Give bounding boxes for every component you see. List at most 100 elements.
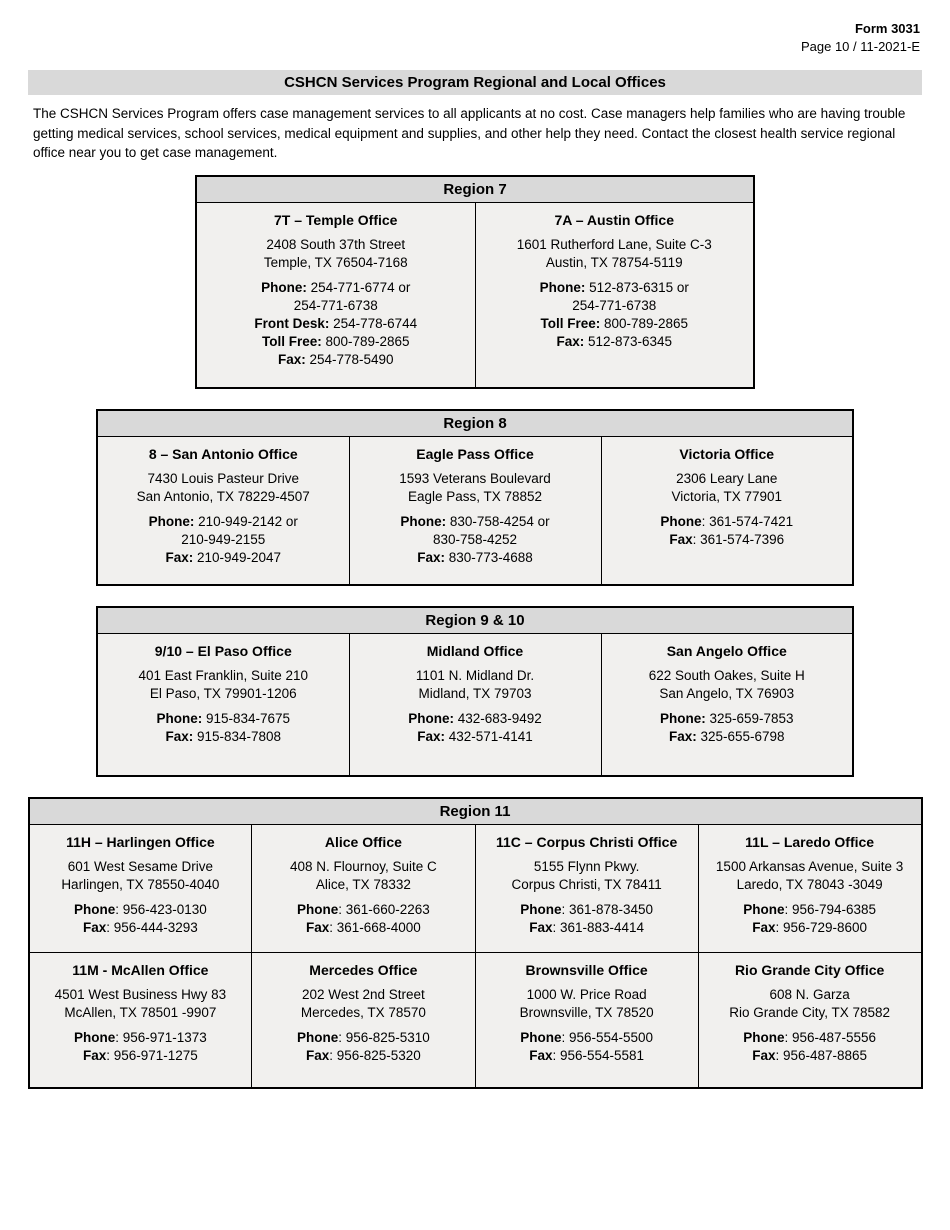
contact-label: Phone xyxy=(743,1030,785,1045)
address-line: 2306 Leary Lane xyxy=(676,471,778,486)
contact-line: Phone: 830-758-4254 or xyxy=(400,514,550,529)
contact-line: Fax: 830-773-4688 xyxy=(417,550,533,565)
address-line: 1101 N. Midland Dr. xyxy=(415,667,535,683)
office-cell: 9/10 – El Paso Office 401 East Franklin, … xyxy=(96,632,350,777)
address-line: 2408 South 37th Street xyxy=(266,236,406,252)
address-line: 1500 Arkansas Avenue, Suite 3 xyxy=(715,859,904,874)
address-line: 401 East Franklin, Suite 210 xyxy=(138,667,309,683)
address-line: 202 West 2nd Street xyxy=(301,987,425,1002)
contact-label: Phone: xyxy=(539,279,586,295)
contact-label: Fax: xyxy=(417,728,445,744)
address-line: 1601 Rutherford Lane, Suite C-3 xyxy=(516,236,712,252)
contact-label: Phone xyxy=(743,902,785,917)
contact-line: Toll Free: 800-789-2865 xyxy=(261,333,410,349)
contact-label: Fax xyxy=(669,532,693,547)
contact-line: 254-771-6738 xyxy=(293,297,378,313)
region-table: Region 7 7T – Temple Office 2408 South 37t… xyxy=(195,174,755,389)
contact-label: Phone xyxy=(660,514,702,529)
office-row: 9/10 – El Paso Office 401 East Franklin, … xyxy=(96,632,854,777)
office-name: 7T – Temple Office xyxy=(274,211,398,228)
address-line: 408 N. Flournoy, Suite C xyxy=(289,859,437,874)
contact-line: 210-949-2155 xyxy=(181,532,266,547)
address-line: El Paso, TX 79901-1206 xyxy=(149,685,297,701)
address-line: Temple, TX 76504-7168 xyxy=(263,254,408,270)
contact-label: Front Desk: xyxy=(254,315,330,331)
contact-line: Fax: 254-778-5490 xyxy=(277,351,394,367)
region-header: Region 8 xyxy=(96,409,854,437)
contact-line: Phone: 956-423-0130 xyxy=(73,902,207,917)
office-name: Brownsville Office xyxy=(525,962,648,978)
address-line: McAllen, TX 78501 -9907 xyxy=(64,1005,217,1020)
contact-line: Phone: 361-878-3450 xyxy=(520,902,654,917)
contact-label: Fax: xyxy=(417,550,445,565)
contact-line: Phone: 325-659-7853 xyxy=(659,710,794,726)
address-line: Mercedes, TX 78570 xyxy=(300,1005,426,1020)
region-header-row: Region 7 xyxy=(195,175,755,203)
contact-label: Fax: xyxy=(277,351,306,367)
contact-line: Phone: 956-825-5310 xyxy=(296,1030,430,1045)
office-address: 401 East Franklin, Suite 210 El Paso, TX … xyxy=(100,667,347,703)
contact-line: Toll Free: 800-789-2865 xyxy=(540,315,689,331)
contact-label: Phone xyxy=(520,902,562,917)
region-header-row: Region 11 xyxy=(28,797,922,825)
office-name: Eagle Pass Office xyxy=(416,446,534,462)
office-name: Rio Grande City Office xyxy=(734,962,885,978)
office-name: 9/10 – El Paso Office xyxy=(154,642,292,659)
region-section: Region 7 7T – Temple Office 2408 South 37t… xyxy=(195,174,755,389)
contact-line: Fax: 956-487-8865 xyxy=(752,1048,868,1063)
office-name: 11L – Laredo Office xyxy=(745,834,875,850)
contact-line: Phone: 432-683-9492 xyxy=(408,710,542,726)
office-cell: Eagle Pass Office 1593 Veterans Boulevard… xyxy=(348,436,602,585)
contact-line: Phone: 361-574-7421 xyxy=(660,514,794,529)
office-address: 5155 Flynn Pkwy.Corpus Christi, TX 78411 xyxy=(478,858,696,894)
address-line: Rio Grande City, TX 78582 xyxy=(729,1005,891,1020)
address-line: Eagle Pass, TX 78852 xyxy=(407,489,543,504)
contact-label: Fax xyxy=(752,920,776,935)
region-header-row: Region 9 & 10 xyxy=(96,606,854,634)
office-address: 1101 N. Midland Dr.Midland, TX 79703 xyxy=(352,667,599,703)
contact-label: Fax xyxy=(305,1048,330,1063)
address-line: Laredo, TX 78043 -3049 xyxy=(736,877,883,892)
contact-line: Phone: 512-873-6315 or xyxy=(539,279,689,295)
address-line: Brownsville, TX 78520 xyxy=(519,1005,654,1020)
contact-line: Fax: 915-834-7808 xyxy=(165,728,282,744)
address-line: Austin, TX 78754-5119 xyxy=(545,254,683,270)
office-name: San Angelo Office xyxy=(666,642,787,659)
address-line: 4501 West Business Hwy 83 xyxy=(54,987,227,1002)
contact-line: Fax: 325-655-6798 xyxy=(668,728,785,744)
office-address: 1500 Arkansas Avenue, Suite 3 Laredo, TX … xyxy=(701,858,919,894)
contact-line: Fax: 210-949-2047 xyxy=(165,550,282,565)
region-header: Region 11 xyxy=(28,797,922,825)
contact-line: Phone: 956-487-5556 xyxy=(743,1030,877,1045)
office-address: 4501 West Business Hwy 83 McAllen, TX 785… xyxy=(32,986,250,1022)
contact-line: Fax: 361-883-4414 xyxy=(529,920,645,935)
contact-label: Fax: xyxy=(668,728,697,744)
contact-line: Fax: 956-729-8600 xyxy=(752,920,868,935)
contact-line: 254-771-6738 xyxy=(572,297,657,313)
contact-label: Fax xyxy=(752,1048,776,1063)
address-line: Victoria, TX 77901 xyxy=(671,489,783,504)
contact-label: Phone: xyxy=(408,710,454,726)
office-name: Mercedes Office xyxy=(309,962,418,978)
